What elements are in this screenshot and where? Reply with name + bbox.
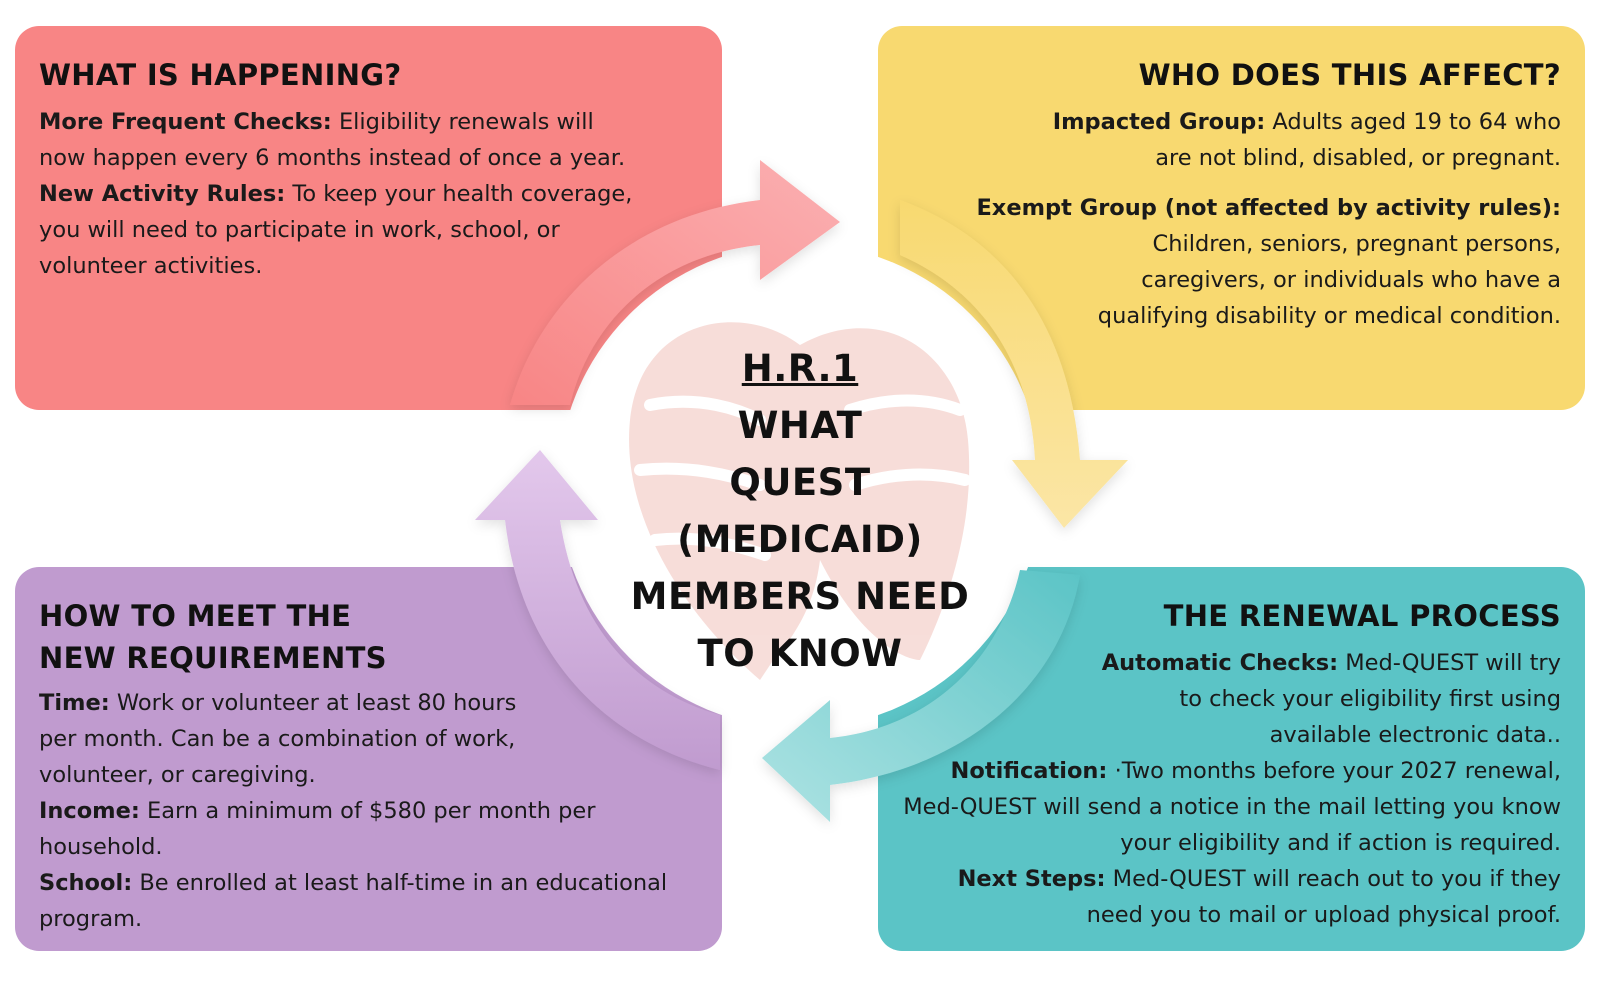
- next-steps-label: Next Steps:: [957, 866, 1106, 892]
- automatic-checks-label: Automatic Checks:: [1101, 650, 1339, 676]
- activity-rules-text: New Activity Rules: To keep your health …: [39, 181, 633, 279]
- center-title-block: H.R.1 WHAT QUEST (MEDICAID) MEMBERS NEED…: [600, 340, 1000, 682]
- how-to-meet-requirements-card: HOW TO MEET THE NEW REQUIREMENTS Time: W…: [15, 567, 722, 951]
- what-is-happening-card: WHAT IS HAPPENING? More Frequent Checks:…: [15, 26, 722, 410]
- notification-text: Notification: ·Two months before your 20…: [903, 758, 1561, 856]
- automatic-checks-text: Automatic Checks: Med-QUEST will try to …: [1101, 650, 1561, 748]
- what-is-happening-heading: WHAT IS HAPPENING?: [39, 58, 402, 92]
- notification-label: Notification:: [950, 758, 1108, 784]
- frequent-checks-label: More Frequent Checks:: [39, 109, 332, 135]
- exempt-group-text: Children, seniors, pregnant persons, car…: [1097, 231, 1561, 329]
- leaf-icon: [629, 322, 971, 680]
- renewal-process-heading: THE RENEWAL PROCESS: [1163, 599, 1561, 633]
- activity-rules-label: New Activity Rules:: [39, 181, 286, 207]
- center-line-1: WHAT: [737, 404, 863, 447]
- exempt-group-label: Exempt Group (not affected by activity r…: [976, 195, 1561, 221]
- impacted-group-text: Impacted Group: Adults aged 19 to 64 who…: [1052, 109, 1561, 171]
- center-title: H.R.1: [741, 347, 859, 390]
- income-label: Income:: [39, 798, 140, 824]
- time-text: Time: Work or volunteer at least 80 hour…: [39, 690, 517, 788]
- renewal-process-card: THE RENEWAL PROCESS Automatic Checks: Me…: [878, 567, 1585, 951]
- who-does-this-affect-card: WHO DOES THIS AFFECT? Impacted Group: Ad…: [878, 26, 1585, 410]
- school-label: School:: [39, 870, 133, 896]
- next-steps-text: Next Steps: Med-QUEST will reach out to …: [957, 866, 1561, 928]
- arrow-yellow-icon: [900, 200, 1128, 528]
- who-does-this-affect-heading: WHO DOES THIS AFFECT?: [1138, 58, 1561, 92]
- arrow-purple-icon: [475, 450, 720, 770]
- school-text: School: Be enrolled at least half-time i…: [39, 870, 668, 932]
- center-line-2: QUEST (MEDICAID): [677, 461, 923, 561]
- requirements-heading: HOW TO MEET THE NEW REQUIREMENTS: [39, 599, 387, 675]
- arrow-red-icon: [510, 160, 840, 405]
- arrow-teal-icon: [762, 570, 1080, 822]
- exempt-group-label-line: Exempt Group (not affected by activity r…: [902, 190, 1561, 226]
- impacted-group-label: Impacted Group:: [1052, 109, 1266, 135]
- center-line-4: TO KNOW: [697, 632, 903, 675]
- center-line-3: MEMBERS NEED: [630, 575, 970, 618]
- time-label: Time:: [39, 690, 110, 716]
- frequent-checks-text: More Frequent Checks: Eligibility renewa…: [39, 109, 626, 171]
- income-text: Income: Earn a minimum of $580 per month…: [39, 798, 596, 860]
